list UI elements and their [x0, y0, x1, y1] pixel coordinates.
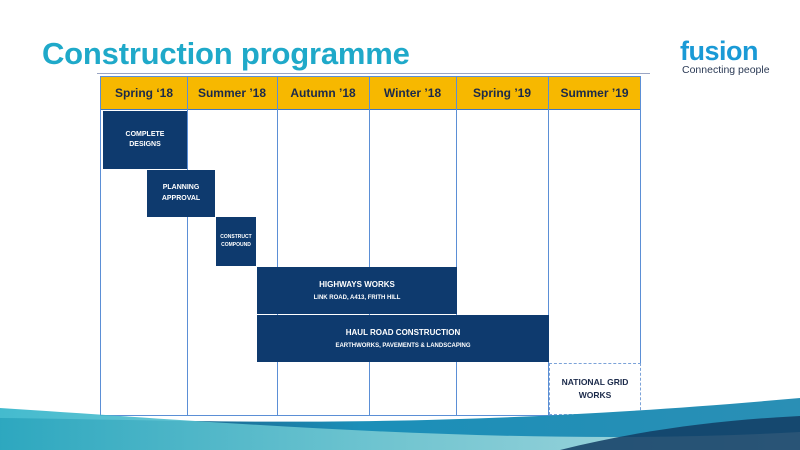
footer-wave: [0, 398, 800, 450]
period-header: Spring ‘18 Summer ’18 Autumn ’18 Winter …: [101, 77, 640, 110]
task-subtitle: LINK ROAD, A413, FRITH HILL: [313, 294, 401, 301]
grid-line: [277, 77, 278, 415]
task-bar: HIGHWAYS WORKS LINK ROAD, A413, FRITH HI…: [257, 267, 457, 314]
task-title: PLANNING APPROVAL: [161, 184, 201, 202]
grid-line: [187, 77, 188, 415]
grid-line: [548, 77, 549, 415]
task-title: CONSTRUCT COMPOUND: [220, 234, 252, 248]
grid-line: [369, 77, 370, 415]
task-bar: HAUL ROAD CONSTRUCTION EARTHWORKS, PAVEM…: [257, 315, 549, 362]
period-label: Spring ’19: [472, 86, 531, 100]
fusion-logo: fusion Connecting people: [680, 37, 770, 76]
task-title: HAUL ROAD CONSTRUCTION: [345, 327, 461, 337]
task-subtitle: EARTHWORKS, PAVEMENTS & LANDSCAPING: [335, 342, 471, 349]
task-title: HIGHWAYS WORKS: [319, 279, 395, 289]
slide-title: Construction programme: [42, 36, 410, 71]
task-title: COMPLETE DESIGNS: [125, 130, 165, 149]
title-underline: [97, 73, 650, 74]
logo-tagline: Connecting people: [682, 64, 770, 76]
programme-chart: Spring ‘18 Summer ’18 Autumn ’18 Winter …: [100, 76, 641, 416]
grid-line: [456, 77, 457, 415]
period-label: Autumn ’18: [290, 86, 356, 100]
task-bar: CONSTRUCT COMPOUND: [216, 217, 256, 266]
task-bar: COMPLETE DESIGNS: [103, 111, 187, 169]
period-label: Winter ’18: [383, 86, 442, 100]
logo-wordmark: fusion: [680, 36, 758, 66]
task-bar-planned: NATIONAL GRID WORKS: [549, 363, 641, 415]
period-label: Summer ’19: [560, 86, 629, 100]
task-title: NATIONAL GRID WORKS: [561, 377, 629, 400]
period-label: Summer ’18: [197, 86, 267, 100]
period-label: Spring ‘18: [114, 86, 173, 100]
task-bar: PLANNING APPROVAL: [147, 170, 215, 217]
